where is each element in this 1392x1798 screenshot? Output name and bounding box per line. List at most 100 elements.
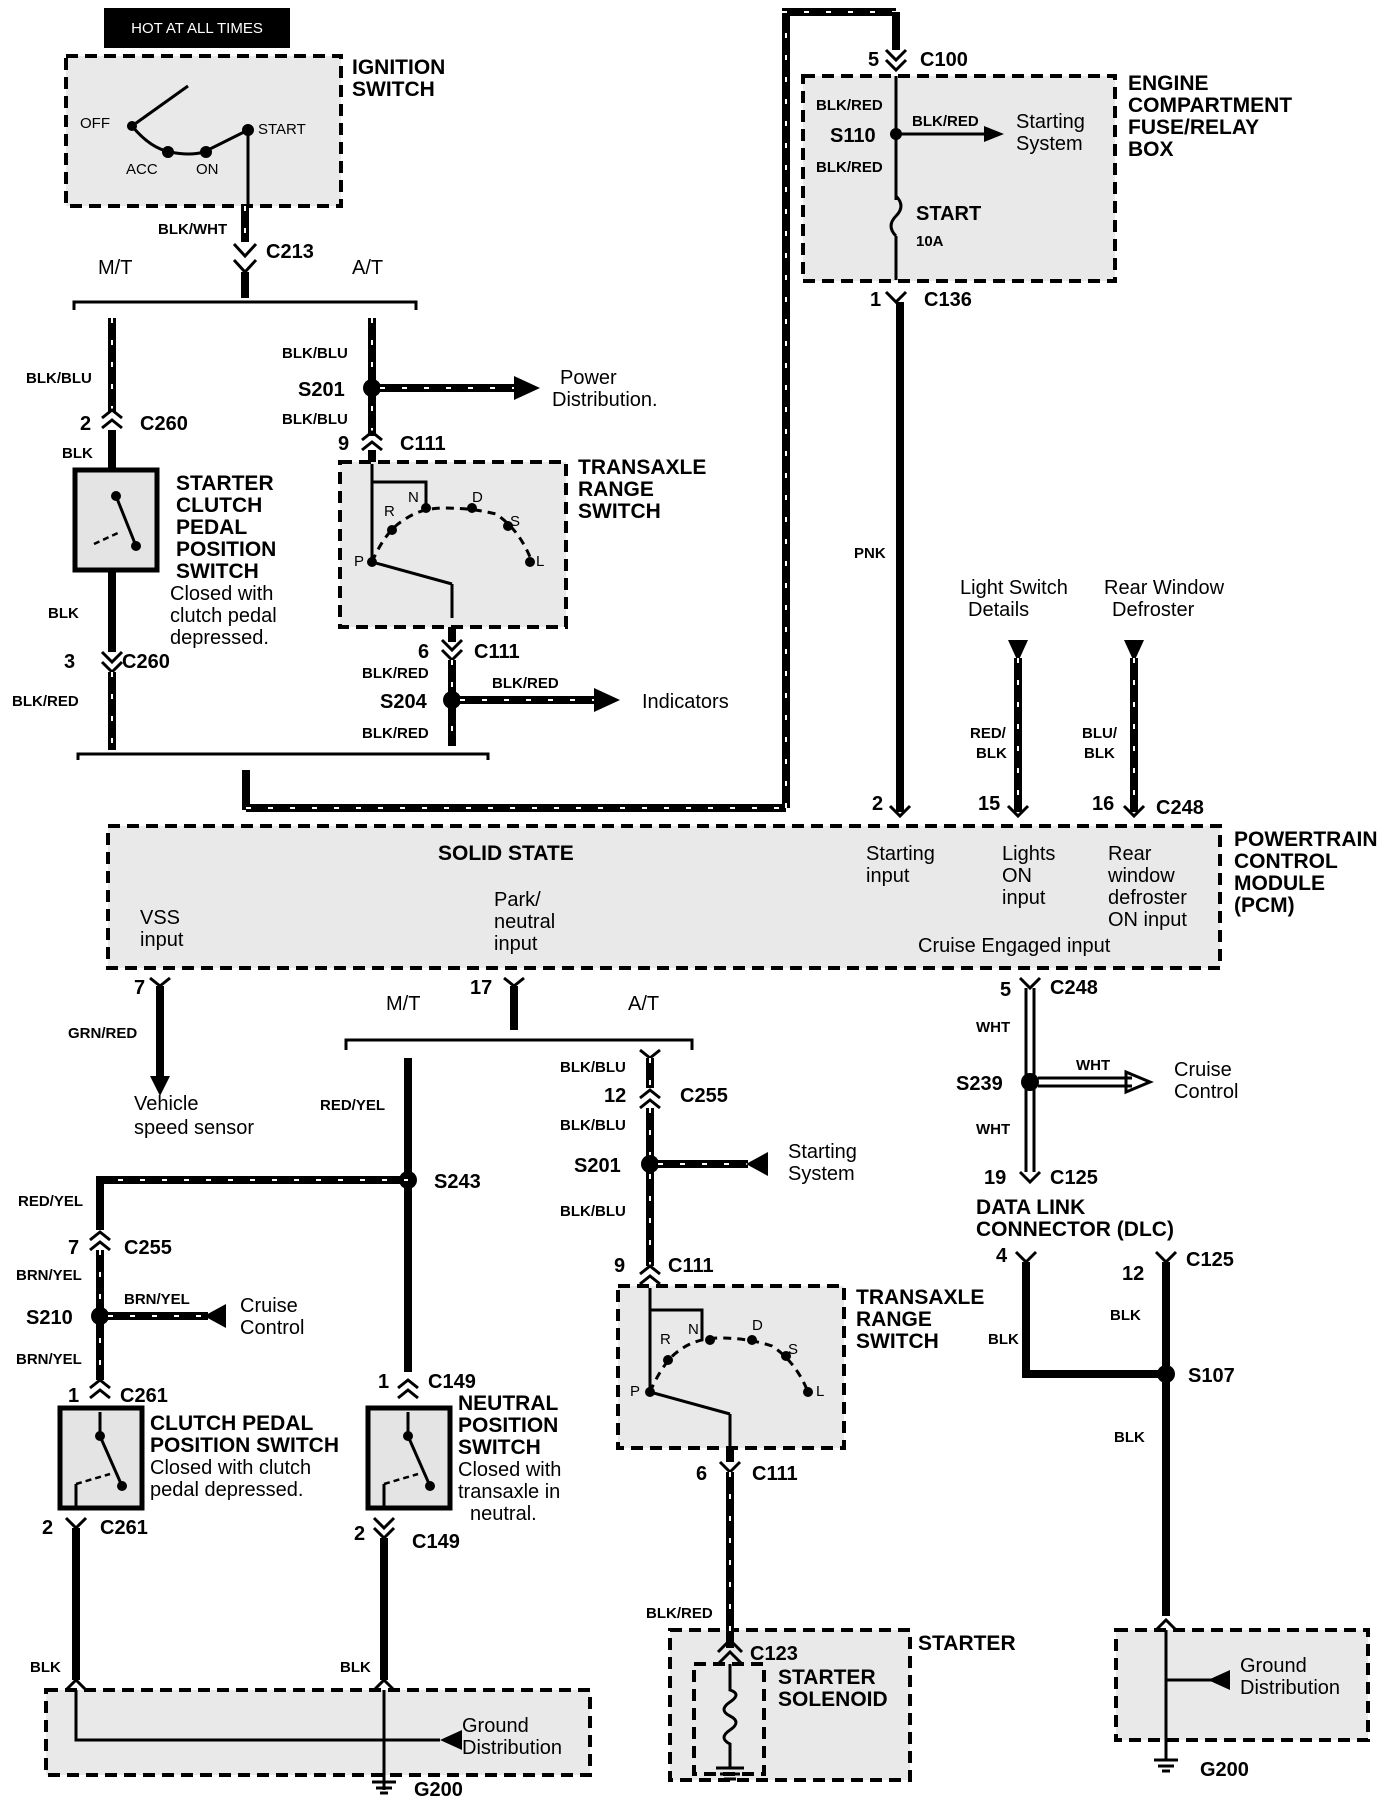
la-wire-blk-red: BLK/RED [646,1605,713,1622]
gd-left-g200: G200 [414,1779,463,1798]
lr-conn-c125-b: C125 [1186,1249,1234,1271]
wire-label-blk-wht: BLK/WHT [158,221,227,238]
pcm-cruise-engaged: Cruise Engaged input [918,935,1111,957]
sc-title-3: PEDAL [176,516,247,539]
wire-red-blk-2: BLK [976,745,1007,762]
sc-title-5: SWITCH [176,560,259,583]
mt-pin-3: 3 [64,651,75,673]
la-pin-12: 12 [604,1085,626,1107]
at-pin-9: 9 [338,433,349,455]
la-pin-6: 6 [696,1463,707,1485]
dlc-title-2: CONNECTOR (DLC) [976,1218,1174,1241]
pcm-title-1: POWERTRAIN [1234,828,1378,851]
branch-mt-top: M/T [98,257,132,279]
pcm-lights-1: Lights [1002,843,1055,865]
ignition-pos-on: ON [196,161,219,178]
wire-red-blk-1: RED/ [970,725,1007,742]
la-wire-blk-blu-2: BLK/BLU [560,1117,626,1134]
lr-conn-c125: C125 [1050,1167,1098,1189]
ll-conn-c255: C255 [124,1237,172,1259]
trs-lower-title-3: SWITCH [856,1330,939,1353]
ground-symbol-left [372,1780,396,1795]
nps-pin-2: 2 [354,1523,365,1545]
ll-pin-1: 1 [68,1385,79,1407]
la-splice-s201: S201 [574,1155,621,1177]
ignition-title-1: IGNITION [352,56,445,79]
pcm-vss-2: input [140,929,184,951]
ll-pin-7b: 7 [68,1237,79,1259]
pcm-rear-3: defroster [1108,887,1187,909]
la-starting-2: System [788,1163,855,1185]
clutch-pedal-switch-contacts [74,1412,127,1506]
ll-wire-blk-2: BLK [340,1659,371,1676]
gear-s-top: S [510,513,520,530]
gear-r-top: R [384,503,395,520]
light-switch-2: Details [968,599,1029,621]
lr-conn-c248: C248 [1050,977,1098,999]
wire-blu-blk-2: BLK [1084,745,1115,762]
ignition-switch-box [64,54,343,208]
rear-window-1: Rear Window [1104,577,1225,599]
gd-right-g200: G200 [1200,1759,1249,1781]
mt-pin-2: 2 [80,413,91,435]
ignition-pos-acc: ACC [126,161,158,178]
pcm-rear-1: Rear [1108,843,1152,865]
branch-bracket-lower [344,1038,694,1050]
starter-clutch-switch-box [72,467,160,573]
ll-splice-s210: S210 [26,1307,73,1329]
mt-wire-blk-2: BLK [48,605,79,622]
fuse-starting-1: Starting [1016,111,1085,133]
gear-s-lower: S [788,1341,798,1358]
at-pin-6: 6 [418,641,429,663]
la-wire-blk-blu-3: BLK/BLU [560,1203,626,1220]
fuse-conn-c100: C100 [920,49,968,71]
lr-wire-blk-1: BLK [988,1331,1019,1348]
splice-s201-lower [641,1155,659,1173]
ignition-pos-off: OFF [80,115,110,132]
ll-wire-red-yel: RED/YEL [320,1097,385,1114]
pcm-lights-3: input [1002,887,1046,909]
trs-lower-title-2: RANGE [856,1308,932,1331]
lr-wire-blk-3: BLK [1114,1429,1145,1446]
hot-at-all-times-badge [104,8,290,48]
la-wire-blk-blu-1: BLK/BLU [560,1059,626,1076]
nps-conn-c149-b: C149 [412,1531,460,1553]
branch-at-top: A/T [352,257,383,279]
gd-left-2: Distribution [462,1737,562,1759]
ground-distribution-left-box [44,1688,592,1777]
pcm-box [106,824,1222,970]
ll-cruise-2: Control [240,1317,304,1339]
pcm-conn-c248: C248 [1156,797,1204,819]
rear-window-2: Defroster [1112,599,1195,621]
transaxle-range-switch-lower-contacts [645,1288,813,1448]
ll-wire-blk: BLK [30,1659,61,1676]
pcm-rear-2: window [1107,865,1175,887]
fuse-wire-blk-red-c: BLK/RED [912,113,979,130]
mt-wire-blk: BLK [62,445,93,462]
branch-bracket-pcm [76,752,490,760]
pcm-solid-state: SOLID STATE [438,842,574,865]
la-conn-c123: C123 [750,1643,798,1665]
ll-wire-brn-yel-3: BRN/YEL [16,1351,82,1368]
power-dist-2: Distribution. [552,389,658,411]
gear-p-lower: P [630,1383,640,1400]
ignition-pos-start: START [258,121,306,138]
la-conn-c111-b: C111 [752,1463,798,1485]
at-wire-blk-red-1: BLK/RED [362,665,429,682]
power-dist-1: Power [560,367,617,389]
splice-s204 [443,691,461,709]
la-starter: STARTER [918,1632,1016,1655]
nps-title-1: NEUTRAL [458,1392,558,1415]
gear-d-top: D [472,489,483,506]
la-conn-c255: C255 [680,1085,728,1107]
fuse-amp: 10A [916,233,944,250]
pcm-starting-1: Starting [866,843,935,865]
splice-s201-top [363,379,381,397]
nps-title-3: SWITCH [458,1436,541,1459]
ll-at: A/T [628,993,659,1015]
fuse-splice-s110: S110 [830,125,876,147]
lr-pin-4: 4 [996,1245,1008,1267]
gear-p-top: P [354,553,364,570]
dlc-title-1: DATA LINK [976,1196,1085,1219]
